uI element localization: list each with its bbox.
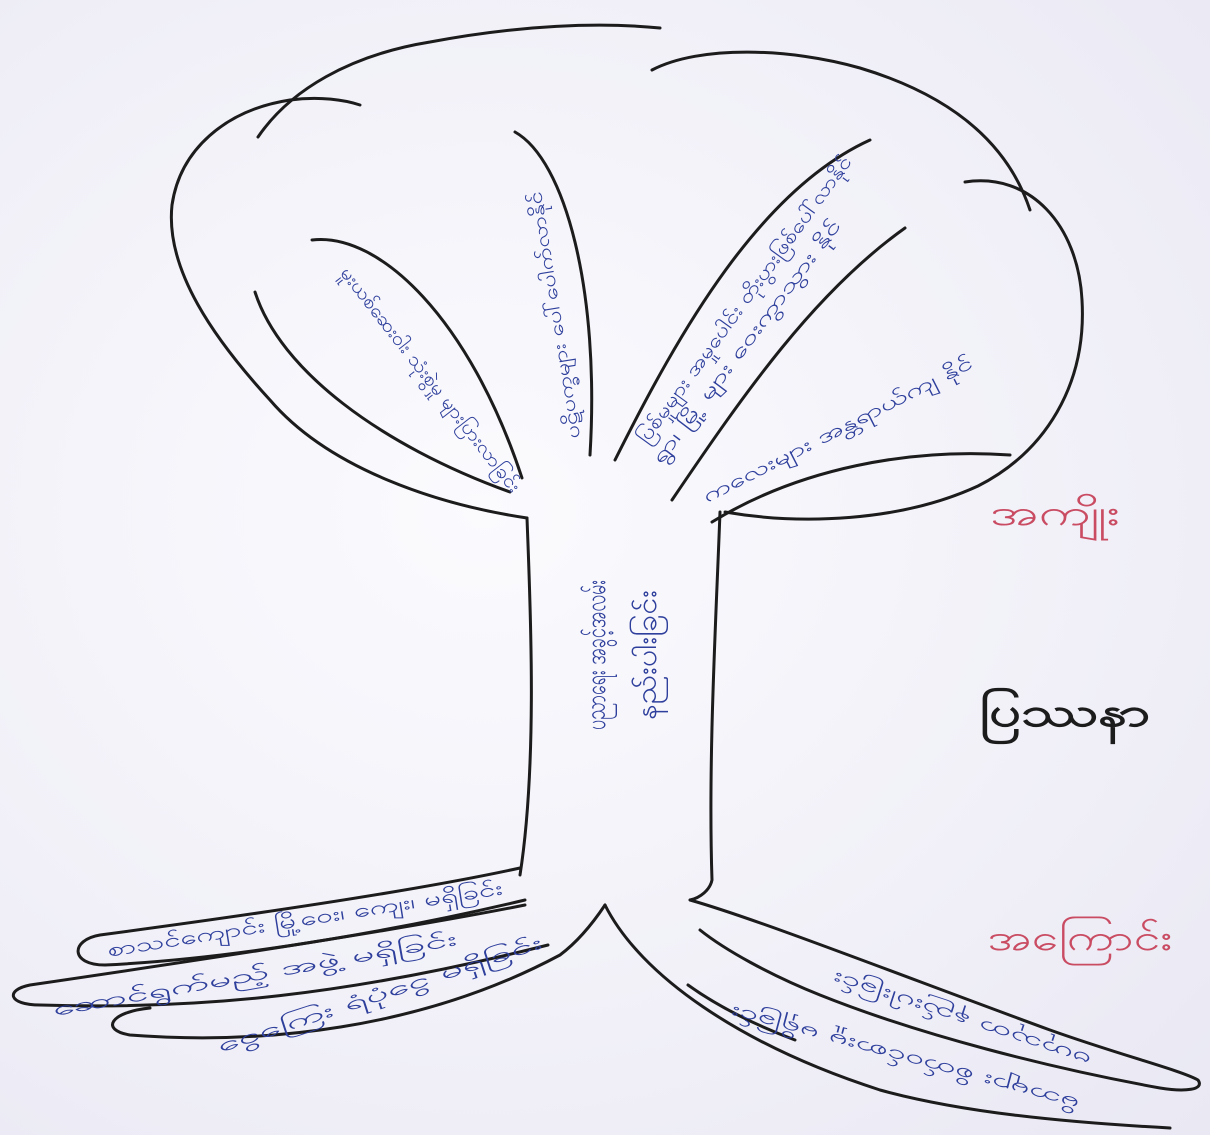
tree-branches bbox=[255, 132, 1010, 522]
cause-item: မိဘများ စိတ်ဝင်စားမှု မရှိခြင်း bbox=[728, 997, 1083, 1117]
effects-label: အကျိုး bbox=[990, 493, 1120, 542]
core-problem-group: ပညာရေး အခွင့်အလမ်း နည်းပါးခြင်း bbox=[578, 580, 669, 730]
effect-item: ပဋိပက္ခများ ပေါ်ပေါက်လာနိုင် bbox=[523, 189, 589, 440]
causes-group: စာသင်ကျောင်း မြို့ဝေး၊ ကျေး၊ မရှိခြင်း ဆ… bbox=[51, 875, 1095, 1117]
core-problem-line: ပညာရေး အခွင့်အလမ်း bbox=[578, 580, 618, 730]
crown-left-lobe bbox=[171, 98, 527, 518]
effect-item: မူးယစ်ဆေးဝါး သုံးစွဲမှု များပြားလာခြင်း bbox=[332, 261, 526, 499]
problem-label: ပြဿနာ bbox=[980, 688, 1150, 745]
tree-trunk bbox=[520, 512, 720, 900]
root-left-3 bbox=[113, 905, 605, 1038]
trunk-left-line bbox=[520, 518, 531, 875]
crown-top-left-arc bbox=[258, 25, 660, 137]
crown-top-right-arc bbox=[652, 52, 1030, 210]
causes-label: အကြောင်း bbox=[988, 917, 1173, 966]
side-labels: အကျိုး ပြဿနာ အကြောင်း bbox=[980, 493, 1173, 966]
tree-crown bbox=[171, 25, 1082, 519]
trunk-right-line bbox=[690, 512, 720, 900]
effect-item: ကလေးများ အန္တရာယ်ကျ နိုင် bbox=[699, 351, 979, 511]
core-problem-line: နည်းပါးခြင်း bbox=[628, 590, 669, 720]
